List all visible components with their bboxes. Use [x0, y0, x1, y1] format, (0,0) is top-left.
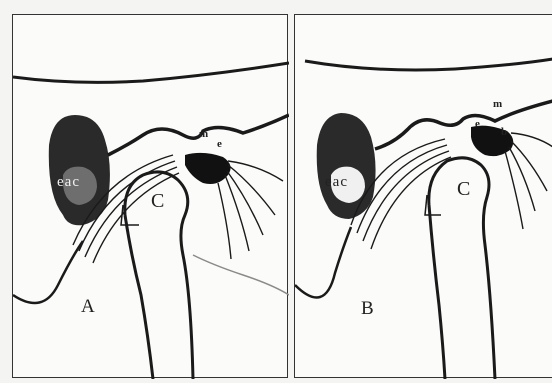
label-m-a: m: [199, 129, 208, 140]
skull-base-line: [305, 59, 552, 70]
posterior-shade: [193, 255, 289, 295]
panel-b-drawing: [295, 15, 552, 379]
panel-label-b: B: [361, 299, 374, 318]
ligament-fibers: [351, 133, 552, 249]
label-eac-b: eac: [325, 175, 348, 190]
label-e-b: e: [475, 119, 480, 130]
panel-label-a: A: [81, 297, 95, 316]
mastoid-outline: [295, 227, 351, 298]
label-condyle-b: C: [457, 179, 470, 199]
skull-base-line: [13, 63, 289, 82]
ear-canal-shade: [317, 113, 376, 219]
ramus-back: [429, 205, 445, 379]
articular-disc: [185, 153, 231, 184]
glenoid-fossa-outline: [375, 101, 552, 149]
label-eac-a: eac: [57, 175, 80, 190]
tympanic-plate: [425, 195, 441, 215]
label-m-b: m: [493, 99, 502, 110]
panel-b: eac C m e b B: [294, 14, 552, 378]
ramus-back: [125, 215, 153, 379]
label-b-b: b: [501, 127, 507, 138]
mastoid-outline: [13, 241, 83, 303]
panel-a: eac C m e A: [12, 14, 288, 378]
label-e-a: e: [217, 139, 222, 150]
label-condyle-a: C: [151, 191, 164, 211]
